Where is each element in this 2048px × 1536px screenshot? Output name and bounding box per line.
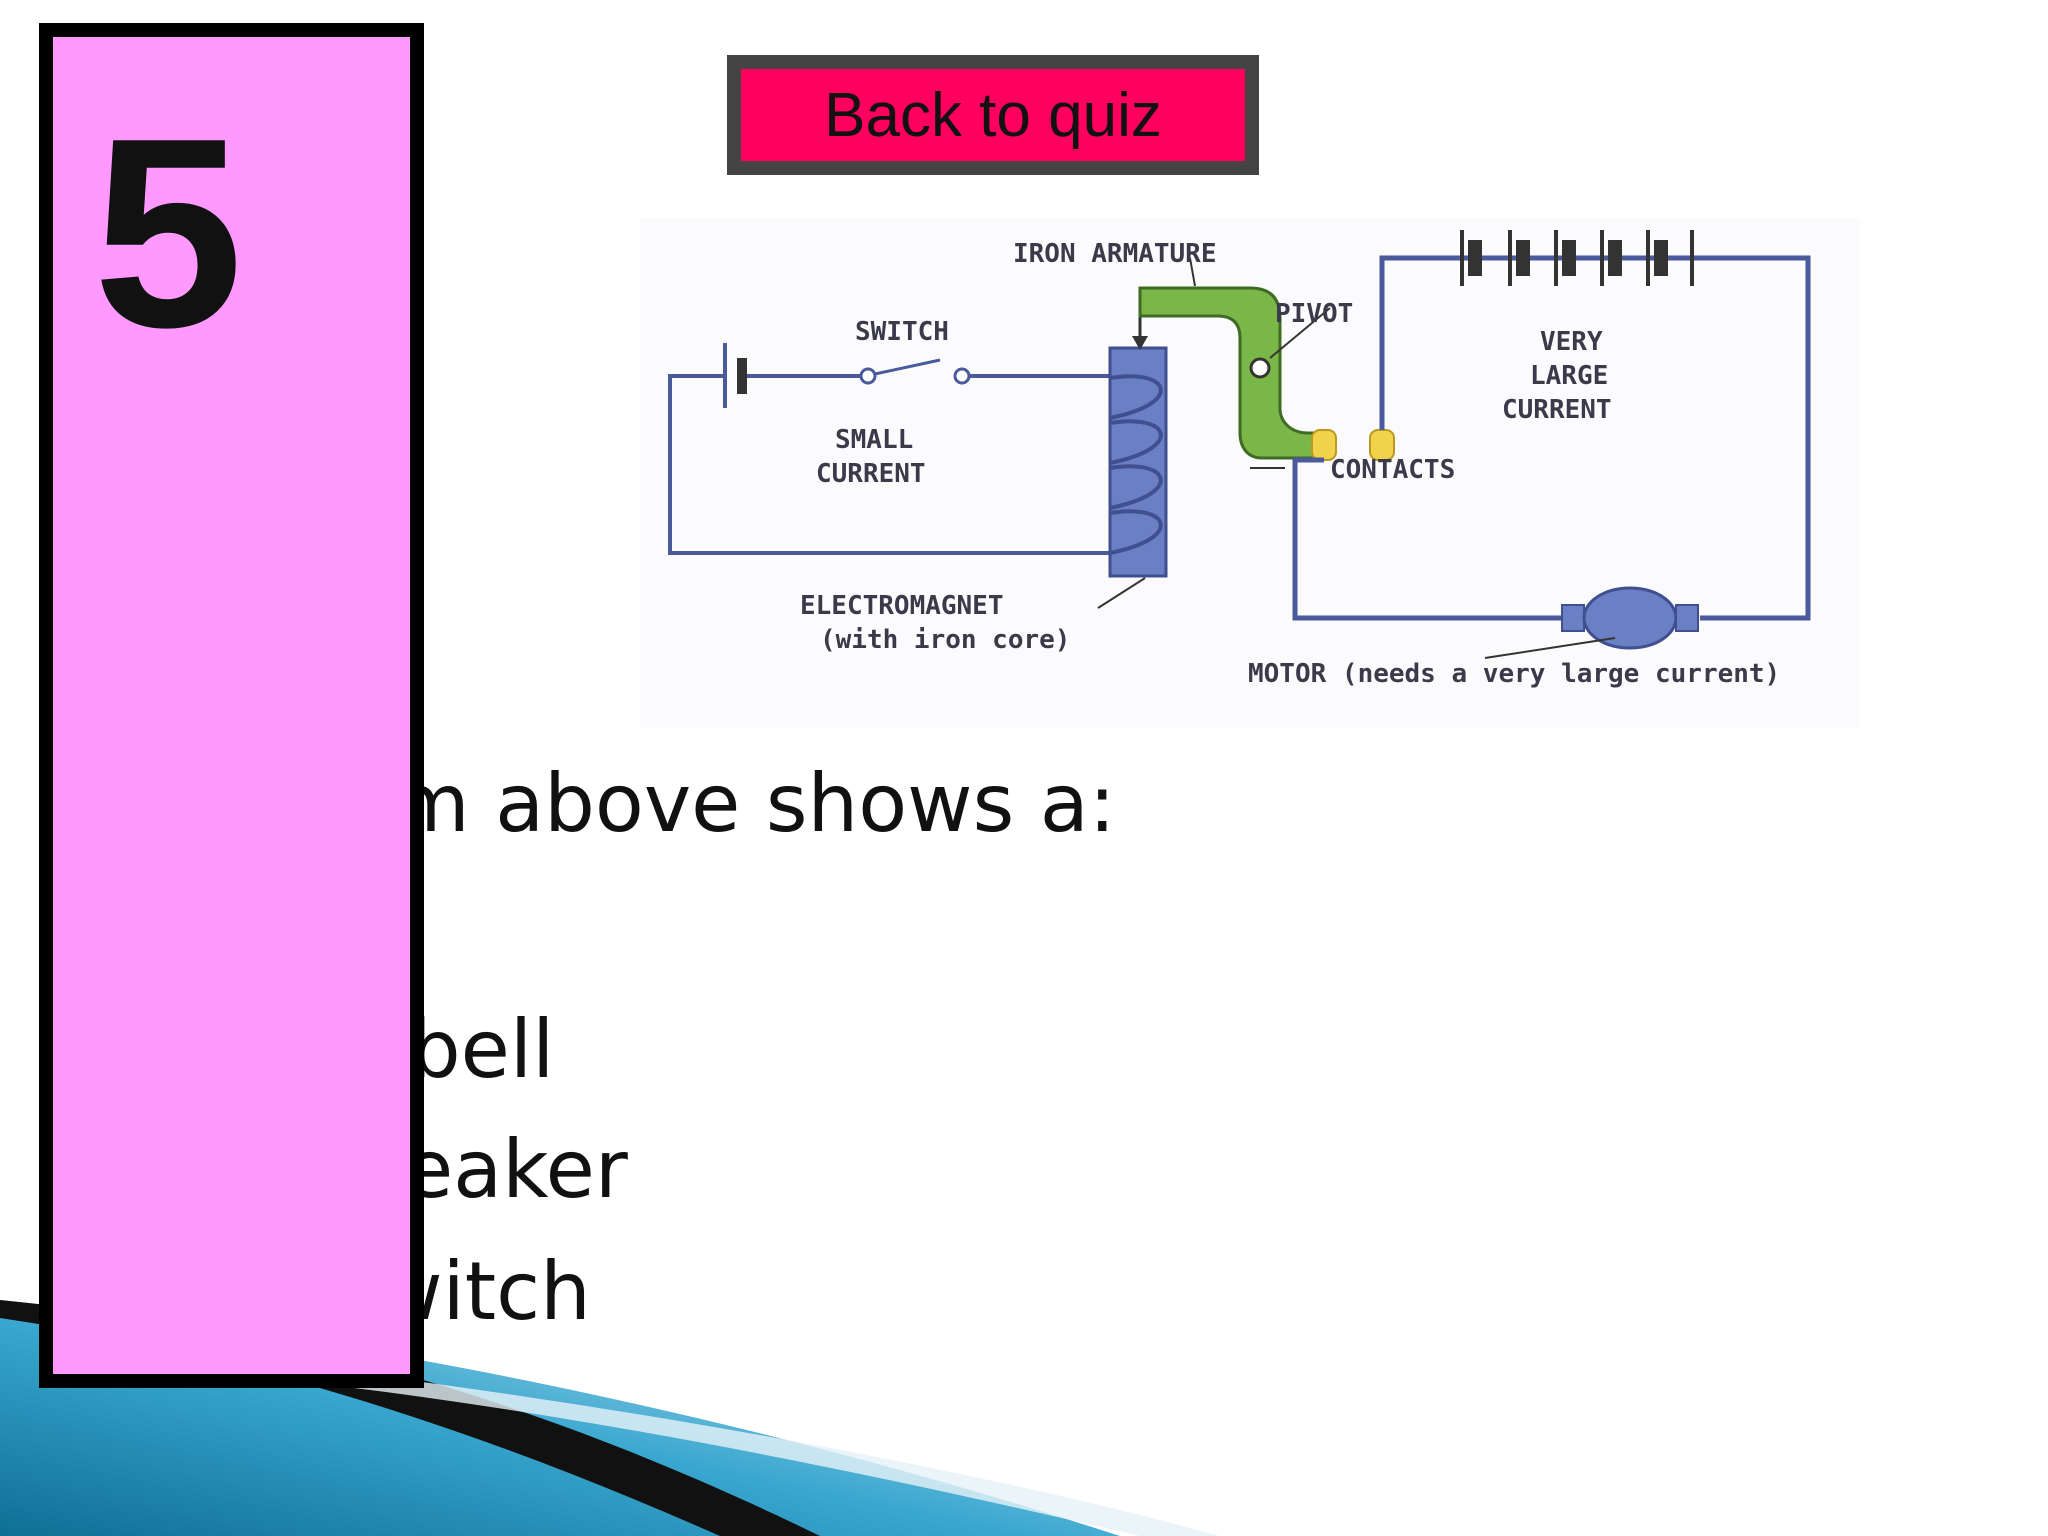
back-to-quiz-label: Back to quiz <box>824 80 1162 150</box>
electromagnet-coil-icon <box>1108 313 1168 578</box>
question-number-panel: 5 <box>39 23 424 1388</box>
large-current-circuit <box>1292 255 1811 621</box>
small-battery-icon <box>723 343 747 408</box>
label-contacts: CONTACTS <box>1330 455 1455 485</box>
label-very: VERY <box>1540 327 1603 357</box>
small-current-circuit <box>668 374 1110 555</box>
label-large: LARGE <box>1530 361 1608 391</box>
back-to-quiz-button[interactable]: Back to quiz <box>727 55 1259 175</box>
label-iron-core: (with iron core) <box>820 625 1070 655</box>
label-switch: SWITCH <box>855 317 949 347</box>
large-battery-icon <box>1460 230 1700 286</box>
pivot-icon <box>1249 357 1271 379</box>
switch-icon <box>859 358 971 385</box>
question-number: 5 <box>93 83 244 384</box>
label-iron-armature: IRON ARMATURE <box>1013 239 1217 269</box>
label-small: SMALL <box>835 425 913 455</box>
label-pivot: PIVOT <box>1275 299 1353 329</box>
label-motor: MOTOR (needs a very large current) <box>1248 659 1780 689</box>
motor-icon <box>1561 586 1699 650</box>
label-small-current: CURRENT <box>816 459 926 489</box>
label-very-large-current: CURRENT <box>1502 395 1612 425</box>
label-pointers <box>1097 257 1616 659</box>
relay-circuit-diagram: IRON ARMATURE SWITCH PIVOT VERY LARGE CU… <box>640 218 1860 728</box>
label-electromagnet: ELECTROMAGNET <box>800 591 1004 621</box>
